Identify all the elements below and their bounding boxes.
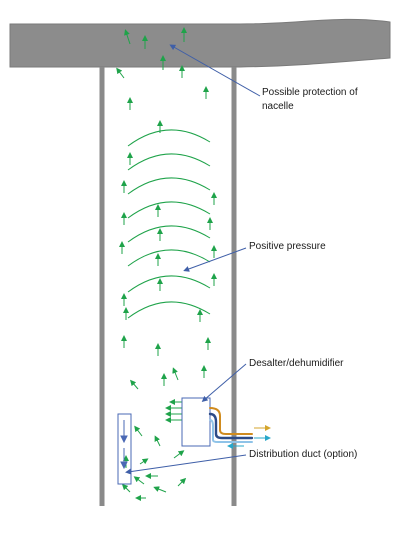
desalter-dehumidifier-unit	[181, 397, 211, 447]
airflow-arrow	[139, 458, 149, 465]
airflow-arrows	[116, 27, 217, 501]
airflow-arrow	[153, 486, 167, 493]
leader-nacelle	[169, 44, 261, 97]
distribution-duct	[117, 413, 132, 485]
label-desalter-dehumidifier: Desalter/dehumidifier	[249, 358, 344, 369]
label-nacelle-protection: Possible protection of nacelle	[262, 87, 358, 112]
pressure-arc	[127, 153, 211, 171]
airflow-arrow	[121, 483, 131, 493]
pressure-arc	[127, 201, 211, 219]
airflow-arrow	[130, 379, 139, 390]
label-positive-pressure: Positive pressure	[249, 241, 326, 252]
pressure-arc	[127, 275, 211, 293]
nacelle	[9, 18, 391, 68]
airflow-arrow	[177, 477, 187, 487]
pipe-light	[209, 419, 253, 443]
pressure-wave-arcs	[127, 129, 211, 319]
outflow-pipes	[208, 407, 254, 443]
pipe-dark	[208, 412, 254, 440]
label-distribution-duct: Distribution duct (option)	[249, 449, 358, 460]
duct-flow-arrows	[120, 420, 128, 470]
airflow-arrow	[133, 476, 145, 485]
airflow-arrow	[172, 367, 179, 381]
leader-duct	[125, 454, 247, 475]
pressure-arc	[127, 249, 211, 267]
leader-lines	[125, 44, 261, 475]
leader-pressure	[183, 247, 247, 272]
airflow-arrow	[134, 425, 143, 437]
airflow-arrow	[116, 67, 125, 79]
pressure-arc	[127, 225, 211, 243]
pipe-orange	[209, 407, 253, 435]
pressure-arc	[127, 301, 211, 319]
leader-desalter	[201, 363, 247, 402]
pressure-arc	[127, 177, 211, 195]
airflow-arrow	[173, 450, 185, 459]
pressure-arc	[127, 129, 211, 147]
airflow-arrow	[124, 29, 131, 45]
airflow-arrow	[154, 435, 161, 447]
